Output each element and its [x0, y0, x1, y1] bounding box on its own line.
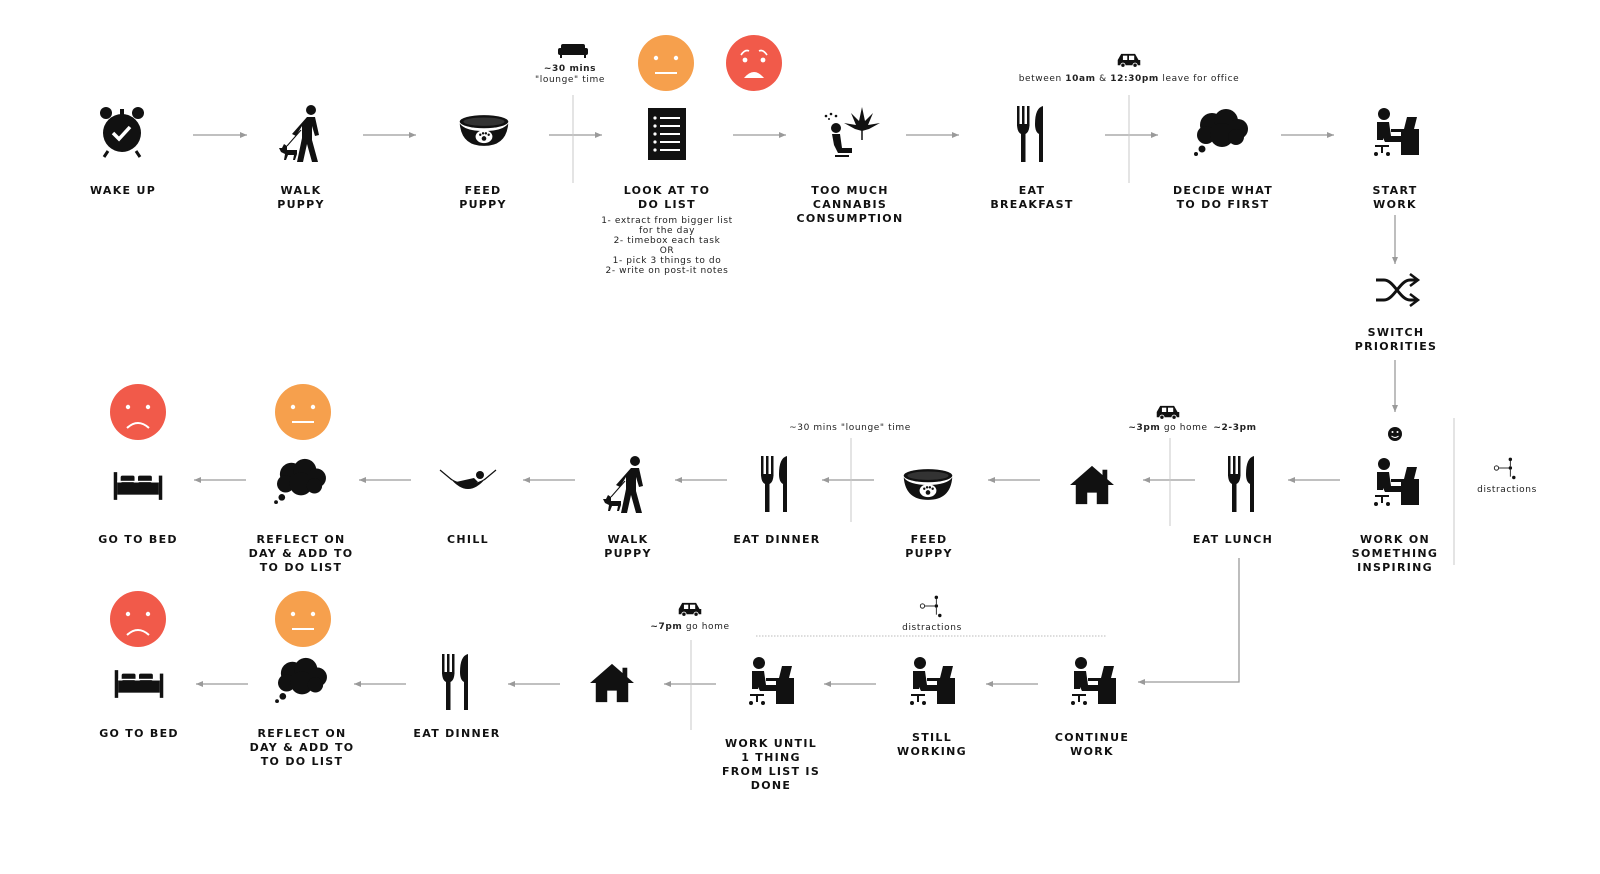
distraction-icon	[1493, 457, 1516, 480]
go-home-note: ~3pm go home	[1128, 423, 1207, 433]
connector-lunch-to-continue	[1138, 558, 1240, 685]
label-work-until: WORK UNTIL 1 THING FROM LIST IS DONE	[721, 737, 821, 792]
car-icon	[678, 602, 702, 617]
label-reflect-3: REFLECT ON DAY & ADD TO TO DO LIST	[249, 727, 355, 768]
desk-worker-icon	[749, 657, 794, 705]
sad-face-icon	[110, 591, 166, 647]
neutral-face-icon	[275, 384, 331, 440]
row1-arrows	[193, 132, 1398, 412]
shuffle-icon	[1376, 273, 1421, 307]
smiley-icon	[1388, 427, 1402, 441]
label-walk-puppy: WALK PUPPY	[277, 184, 325, 211]
lunch-time: ~2-3pm	[1213, 423, 1257, 433]
office-note-time2: 12:30pm	[1110, 74, 1159, 84]
go-home-text-3: go home	[682, 622, 730, 632]
lounge-note-text: "lounge" time	[535, 75, 605, 85]
label-wake-up: WAKE UP	[89, 184, 157, 197]
neutral-face-icon	[275, 591, 331, 647]
lounge-note: ~30 mins "lounge" time	[535, 64, 605, 86]
label-eat-lunch: EAT LUNCH	[1192, 533, 1274, 546]
label-cannabis: TOO MUCH CANNABIS CONSUMPTION	[796, 184, 904, 225]
house-icon	[1070, 465, 1114, 505]
label-todo-list: LOOK AT TO DO LIST	[623, 184, 711, 211]
distractions-note-3: distractions	[902, 623, 962, 633]
go-home-time-3: ~7pm	[650, 622, 683, 632]
cannabis-icon	[824, 107, 880, 157]
label-eat-dinner-3: EAT DINNER	[413, 727, 501, 740]
hammock-icon	[439, 469, 497, 489]
distractions-note: distractions	[1477, 485, 1537, 495]
sofa-icon	[558, 44, 588, 58]
lounge-note-2: ~30 mins "lounge" time	[789, 423, 911, 433]
go-home-time: ~3pm	[1128, 423, 1161, 433]
label-work-inspiring: WORK ON SOMETHING INSPIRING	[1351, 533, 1439, 574]
label-decide: DECIDE WHAT TO DO FIRST	[1172, 184, 1274, 211]
todo-note-line: 2- timebox each task	[613, 236, 721, 246]
todo-list-icon	[648, 108, 686, 160]
fork-knife-icon	[442, 654, 468, 710]
house-icon	[590, 663, 634, 703]
office-note-time1: 10am	[1065, 74, 1096, 84]
walking-dog-icon	[278, 104, 320, 163]
label-feed-puppy-2: FEED PUPPY	[905, 533, 953, 560]
todo-note-line: OR	[659, 246, 675, 256]
thought-cloud-icon	[275, 657, 327, 704]
office-note-pre: between	[1018, 74, 1066, 84]
office-note-post: leave for office	[1158, 74, 1240, 84]
walking-dog-icon	[602, 455, 644, 514]
desk-worker-icon	[910, 657, 955, 705]
bed-icon	[113, 472, 163, 500]
thought-cloud-icon	[274, 458, 326, 505]
go-home-text: go home	[1160, 423, 1208, 433]
desk-worker-icon	[1071, 657, 1116, 705]
fork-knife-icon	[761, 456, 787, 512]
label-chill: CHILL	[447, 533, 489, 546]
label-switch-priorities: SWITCH PRIORITIES	[1354, 326, 1438, 353]
fork-knife-icon	[1228, 456, 1254, 512]
office-note-mid: &	[1095, 74, 1111, 84]
dog-bowl-icon	[903, 469, 953, 500]
lounge-note-time: ~30 mins	[543, 64, 597, 74]
lunch-time-note: ~2-3pm	[1213, 423, 1256, 433]
label-start-work: START WORK	[1372, 184, 1418, 211]
car-icon	[1117, 53, 1141, 68]
label-go-to-bed: GO TO BED	[98, 533, 178, 546]
label-eat-dinner: EAT DINNER	[733, 533, 821, 546]
label-feed-puppy: FEED PUPPY	[459, 184, 507, 211]
label-walk-puppy-2: WALK PUPPY	[604, 533, 652, 560]
label-eat-breakfast: EAT BREAKFAST	[990, 184, 1074, 211]
desk-worker-icon	[1374, 458, 1419, 506]
alarm-clock-icon	[100, 107, 144, 158]
dog-bowl-icon	[459, 115, 509, 146]
todo-note-line: 2- write on post-it notes	[605, 266, 729, 276]
todo-note-line: 1- extract from bigger list	[601, 216, 733, 226]
shocked-face-icon	[726, 35, 782, 91]
neutral-face-icon	[638, 35, 694, 91]
thought-cloud-icon	[1194, 109, 1248, 156]
label-reflect: REFLECT ON DAY & ADD TO TO DO LIST	[248, 533, 354, 574]
sad-face-icon	[110, 384, 166, 440]
fork-knife-icon	[1017, 106, 1043, 162]
distraction-icon	[919, 595, 942, 618]
todo-note-line: for the day	[638, 226, 696, 236]
office-note: between 10am & 12:30pm leave for office	[1019, 74, 1240, 84]
car-icon	[1156, 405, 1180, 420]
label-continue-work: CONTINUE WORK	[1054, 731, 1130, 758]
todo-note-line: 1- pick 3 things to do	[612, 256, 722, 266]
label-go-to-bed-3: GO TO BED	[99, 727, 179, 740]
label-still-working: STILL WORKING	[897, 731, 967, 758]
todo-notes: 1- extract from bigger list for the day …	[582, 216, 752, 276]
bed-icon	[114, 670, 164, 698]
desk-worker-icon	[1374, 108, 1419, 156]
go-home-note-3: ~7pm go home	[650, 622, 729, 632]
